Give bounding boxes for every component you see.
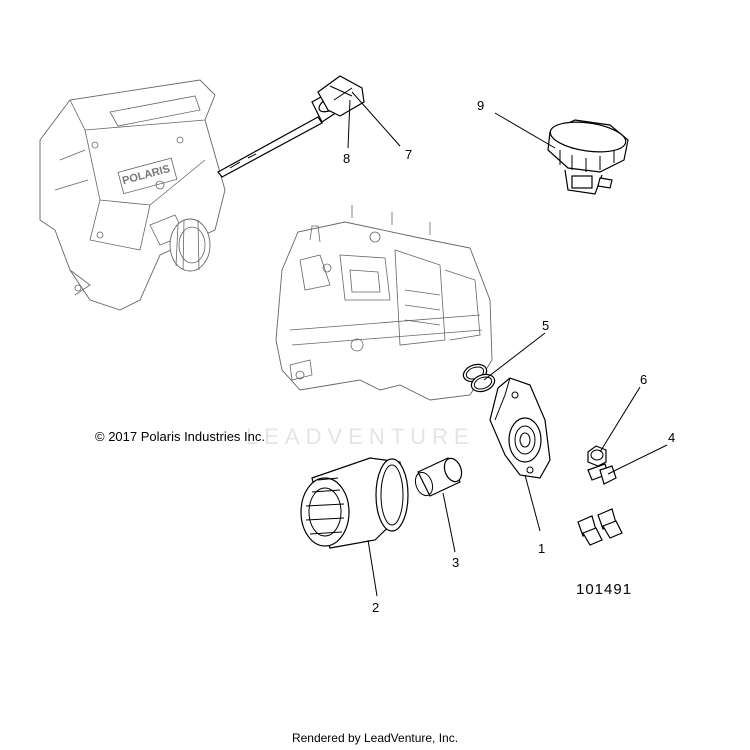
filter-adapter-part (489, 377, 551, 479)
callout-leader-lines (347, 91, 668, 597)
callout-3: 3 (452, 555, 459, 570)
callout-7: 7 (405, 147, 412, 162)
diagram-number: 101491 (576, 581, 633, 598)
oil-fill-cap-part (547, 119, 629, 195)
render-credit-footer: Rendered by LeadVenture, Inc. (291, 731, 459, 745)
engine-cover-ghost: POLARIS (39, 79, 226, 311)
bolt-6-part (587, 445, 607, 467)
callout-8: 8 (343, 151, 350, 166)
callout-labels: 1 2 3 4 5 6 7 8 9 (343, 98, 675, 615)
threaded-nipple-part (414, 457, 463, 497)
bolt-4-part (587, 463, 617, 485)
callout-5: 5 (542, 318, 549, 333)
engine-crankcase-ghost (275, 205, 493, 401)
callout-6: 6 (640, 372, 647, 387)
watermark-text: LEADVENTURE (246, 424, 475, 449)
dipstick-part (217, 75, 365, 178)
o-rings-part (462, 363, 496, 393)
callout-2: 2 (372, 600, 379, 615)
copyright-notice: © 2017 Polaris Industries Inc. (95, 429, 265, 444)
callout-9: 9 (477, 98, 484, 113)
oil-filter-part (300, 457, 409, 549)
callout-4: 4 (668, 430, 675, 445)
bolts-pair-part (577, 508, 623, 546)
callout-1: 1 (538, 541, 545, 556)
